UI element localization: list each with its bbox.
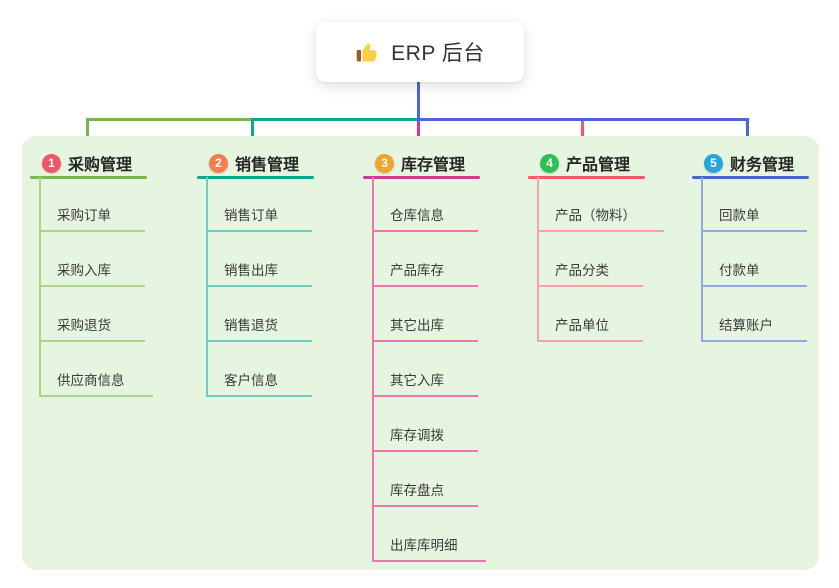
branch-underline xyxy=(197,176,314,179)
thumbs-up-icon xyxy=(355,39,381,65)
branch-product-header[interactable]: 4 产品管理 xyxy=(540,151,630,175)
mindmap-node[interactable]: 采购入库 xyxy=(41,232,145,287)
branch-label: 库存管理 xyxy=(401,157,466,174)
branch-purchase-header[interactable]: 1 采购管理 xyxy=(42,151,132,175)
connector-horizontal-blue xyxy=(417,118,749,121)
branch-underline xyxy=(30,176,147,179)
mindmap-node[interactable]: 仓库信息 xyxy=(374,177,478,232)
mindmap-node[interactable]: 库存盘点 xyxy=(374,452,478,507)
branch-children: 采购订单 采购入库 采购退货 供应商信息 xyxy=(39,177,153,397)
connector-drop-finance xyxy=(746,118,749,146)
connector-horizontal-green xyxy=(86,118,254,121)
branch-label: 采购管理 xyxy=(68,157,133,174)
mindmap-node[interactable]: 产品（物料） xyxy=(539,177,664,232)
branch-inventory-header[interactable]: 3 库存管理 xyxy=(375,151,465,175)
mindmap-node[interactable]: 销售订单 xyxy=(208,177,312,232)
root-connector-line xyxy=(417,82,420,120)
branch-label: 销售管理 xyxy=(235,157,300,174)
mindmap-panel xyxy=(22,136,819,570)
mindmap-node[interactable]: 销售出库 xyxy=(208,232,312,287)
mindmap-node[interactable]: 产品库存 xyxy=(374,232,478,287)
mindmap-node[interactable]: 销售退货 xyxy=(208,287,312,342)
branch-number-badge: 3 xyxy=(375,153,394,173)
mindmap-node[interactable]: 库存调拨 xyxy=(374,397,478,452)
branch-underline xyxy=(528,176,645,179)
branch-finance-header[interactable]: 5 财务管理 xyxy=(704,151,794,175)
branch-underline xyxy=(363,176,480,179)
root-node[interactable]: ERP 后台 xyxy=(316,22,524,82)
branch-children: 回款单 付款单 结算账户 xyxy=(701,177,807,342)
mindmap-node[interactable]: 出库库明细 xyxy=(374,507,486,562)
mindmap-node[interactable]: 回款单 xyxy=(703,177,807,232)
connector-drop-inventory xyxy=(417,121,420,146)
branch-number-badge: 4 xyxy=(540,153,559,173)
branch-underline xyxy=(692,176,809,179)
branch-number-badge: 2 xyxy=(209,153,228,173)
mindmap-node[interactable]: 其它出库 xyxy=(374,287,478,342)
mindmap-node[interactable]: 产品分类 xyxy=(539,232,643,287)
branch-children: 销售订单 销售出库 销售退货 客户信息 xyxy=(206,177,312,397)
branch-label: 财务管理 xyxy=(730,157,795,174)
branch-children: 产品（物料） 产品分类 产品单位 xyxy=(537,177,664,342)
mindmap-node[interactable]: 客户信息 xyxy=(208,342,312,397)
connector-drop-sales xyxy=(251,118,254,146)
connector-drop-purchase xyxy=(86,118,89,146)
mindmap-node[interactable]: 付款单 xyxy=(703,232,807,287)
connector-horizontal-teal xyxy=(252,118,418,121)
mindmap-node[interactable]: 采购退货 xyxy=(41,287,145,342)
root-node-label: ERP 后台 xyxy=(391,42,485,65)
branch-sales-header[interactable]: 2 销售管理 xyxy=(209,151,299,175)
mindmap-node[interactable]: 结算账户 xyxy=(703,287,807,342)
mindmap-node[interactable]: 采购订单 xyxy=(41,177,145,232)
branch-label: 产品管理 xyxy=(566,157,631,174)
mindmap-node[interactable]: 其它入库 xyxy=(374,342,478,397)
mindmap-node[interactable]: 供应商信息 xyxy=(41,342,153,397)
connector-drop-product xyxy=(581,121,584,146)
branch-number-badge: 5 xyxy=(704,153,723,173)
branch-number-badge: 1 xyxy=(42,153,61,173)
branch-children: 仓库信息 产品库存 其它出库 其它入库 库存调拨 库存盘点 出库库明细 xyxy=(372,177,486,562)
mindmap-node[interactable]: 产品单位 xyxy=(539,287,643,342)
